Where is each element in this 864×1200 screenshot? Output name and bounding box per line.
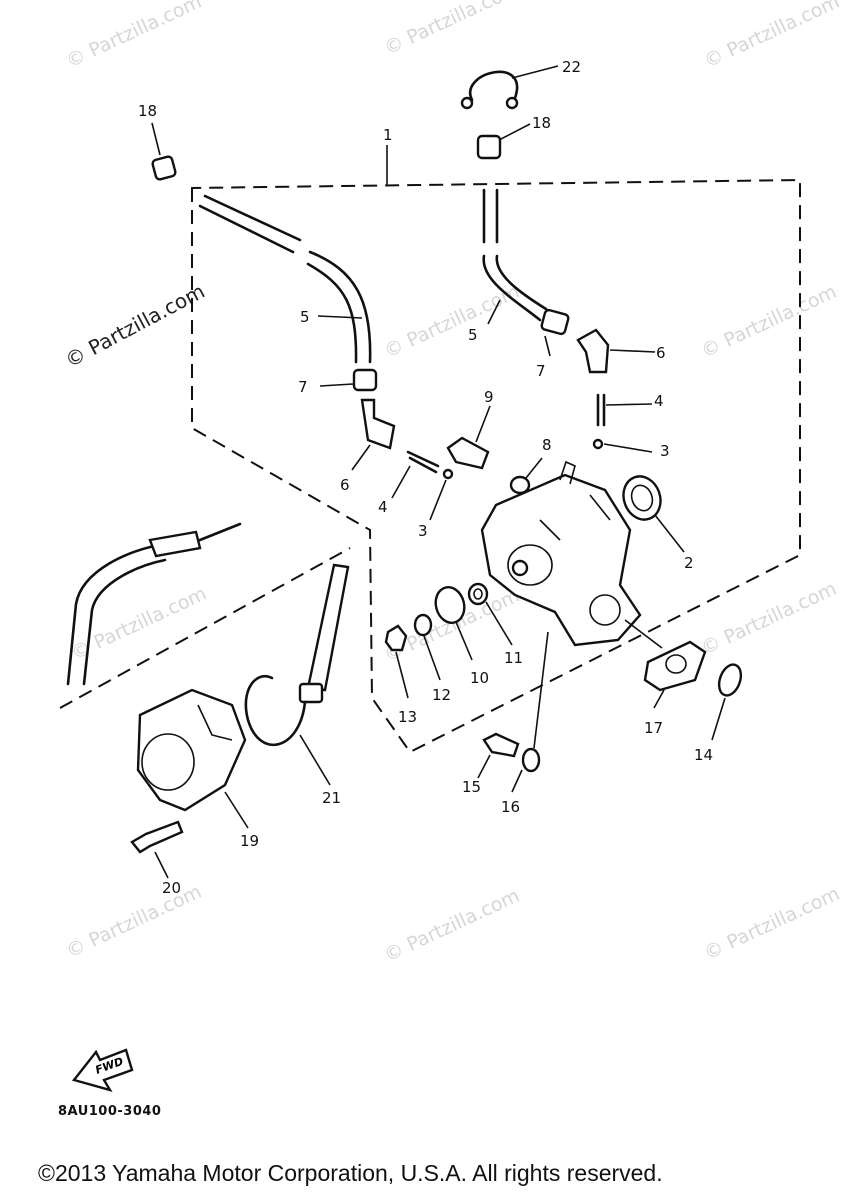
callout-number: 4: [654, 392, 664, 410]
hose-part: [482, 188, 548, 325]
callout-number: 22: [562, 58, 581, 76]
washer-part: [509, 457, 543, 495]
copyright-notice: ©2013 Yamaha Motor Corporation, U.S.A. A…: [38, 1160, 663, 1186]
hose-part: [198, 194, 372, 364]
forward-arrow-icon: FWD: [71, 1048, 134, 1092]
callout-number: 16: [501, 798, 520, 816]
nut-part: [384, 624, 409, 699]
cover-part: [136, 688, 249, 829]
callout-number: 1: [383, 126, 393, 144]
callout-number: 6: [340, 476, 350, 494]
assembly-boundary: [191, 178, 801, 754]
callout-number: 21: [322, 789, 341, 807]
callout-number: 3: [418, 522, 428, 540]
callout-number: 18: [138, 102, 157, 120]
callout-number: 7: [536, 362, 546, 380]
callout-number: 18: [532, 114, 551, 132]
impeller-washer-part: [434, 586, 473, 661]
watermark: © Partzilla.com: [381, 885, 523, 967]
callout-number: 4: [378, 498, 388, 516]
watermark: © Partzilla.com: [698, 578, 840, 660]
callout-number: 20: [162, 879, 181, 897]
elbow-fitting-part: [351, 328, 656, 471]
callout-number: 6: [656, 344, 666, 362]
watermark: © Partzilla.com: [381, 281, 523, 363]
callout-group: 22 18 1 18 5 5 7 7 6 6 9 4 8 3 4 3 2 10 11 12 13 17 14 15 16 21 19…: [138, 58, 713, 897]
watermark-dark: © Partzilla.com: [61, 279, 209, 373]
callout-number: 13: [398, 708, 417, 726]
boundary-line: [59, 547, 351, 709]
washer-part: [711, 663, 743, 741]
watermark: © Partzilla.com: [701, 883, 843, 965]
washer-part: [511, 631, 549, 793]
watermark: © Partzilla.com: [381, 0, 523, 60]
watermark: © Partzilla.com: [698, 281, 840, 363]
callout-number: 5: [468, 326, 478, 344]
callout-number: 7: [298, 378, 308, 396]
bolt-part: [446, 405, 491, 470]
callout-number: 9: [484, 388, 494, 406]
callout-number: 11: [504, 649, 523, 667]
watermark: © Partzilla.com: [68, 583, 210, 665]
watermark: © Partzilla.com: [63, 0, 205, 73]
callout-number: 3: [660, 442, 670, 460]
gasket-part: [624, 619, 707, 709]
watermark: © Partzilla.com: [701, 0, 843, 73]
oil-seal-part: [622, 475, 685, 553]
bolt-part: [477, 732, 520, 779]
callout-number: 12: [432, 686, 451, 704]
callout-number: 19: [240, 832, 259, 850]
callout-number: 8: [542, 436, 552, 454]
bolt-part: [130, 820, 184, 879]
spring-part: [391, 393, 653, 499]
callout-number: 15: [462, 778, 481, 796]
watermark: © Partzilla.com: [63, 881, 205, 963]
callout-number: 17: [644, 719, 663, 737]
pump-body-part: [480, 460, 642, 647]
o-ring-part: [467, 582, 513, 646]
callout-number: 2: [684, 554, 694, 572]
callout-number: 14: [694, 746, 713, 764]
callout-number: 5: [300, 308, 310, 326]
sensor-cable-part: [244, 563, 350, 786]
callout-number: 10: [470, 669, 489, 687]
cable-part: [66, 522, 242, 686]
sleeve-part: [151, 122, 177, 181]
sleeve-part: [476, 123, 531, 160]
diagram-code: 8AU100-3040: [58, 1104, 162, 1119]
clip-part: [460, 65, 559, 110]
ball-part: [429, 438, 653, 521]
collar-part: [319, 308, 570, 392]
lock-washer-part: [413, 613, 441, 681]
